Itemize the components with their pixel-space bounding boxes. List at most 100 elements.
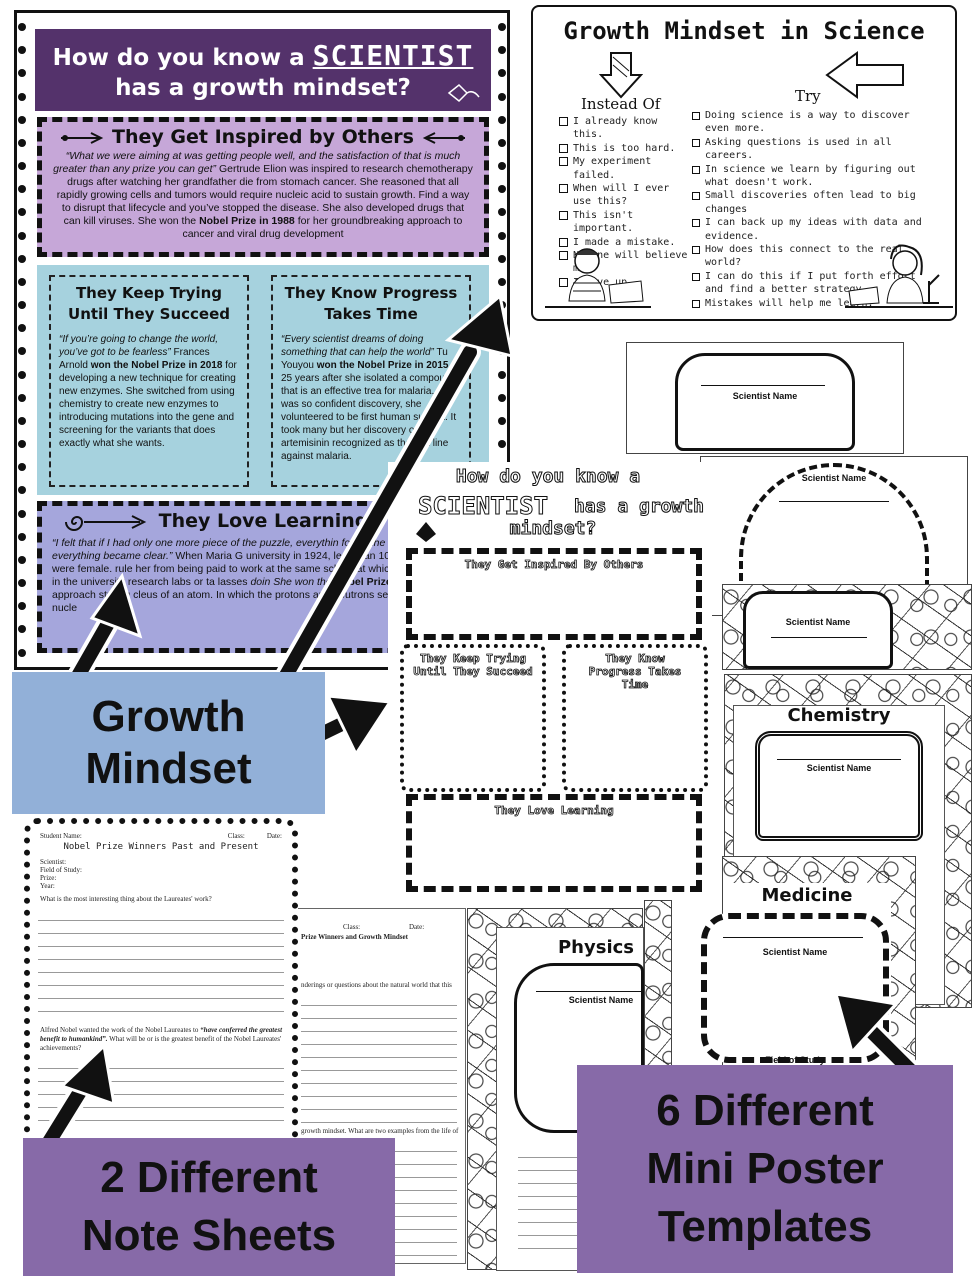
progress-quote: “Every scientist dreams of doing somethi… bbox=[281, 334, 434, 358]
instead-of-item: This isn't important. bbox=[557, 209, 693, 236]
progress-title: They Know Progress Takes Time bbox=[284, 284, 458, 323]
mini-poster-medicine: Medicine Scientist Name Field of Study bbox=[701, 856, 916, 1067]
card-progress: They Know Progress Takes Time “Every sci… bbox=[271, 275, 471, 487]
note1-date: Date: bbox=[266, 832, 282, 840]
kite-icon bbox=[416, 522, 436, 542]
instead-of-item: I give up. bbox=[557, 276, 693, 289]
trying-prize: won the Nobel Prize in 2018 bbox=[90, 360, 223, 371]
try-list: Doing science is a way to discover even … bbox=[689, 109, 925, 310]
field-of-study-label: Field of Study bbox=[765, 1055, 825, 1065]
section-inspired: They Get Inspired by Others “What we wer… bbox=[37, 117, 489, 257]
trying-title: They Keep Trying Until They Succeed bbox=[68, 284, 230, 323]
organizer-box-progress: They Know Progress Takes Time bbox=[562, 644, 708, 792]
organizer-title-3: has a growth bbox=[573, 496, 705, 518]
inspired-tail: for her groundbreaking approach to cance… bbox=[182, 215, 463, 240]
instead-of-label: Instead Of bbox=[581, 95, 661, 113]
swirl-arrow-icon bbox=[65, 514, 147, 531]
note2-class: Class: bbox=[343, 923, 361, 931]
instead-of-item: My experiment failed. bbox=[557, 155, 693, 182]
inspired-text: Gertrude Elion was inspired to research … bbox=[56, 163, 473, 227]
arrow-deco-icon bbox=[61, 131, 104, 144]
worksheet-growth-mindset: Growth Mindset in Science Instead Of Try… bbox=[531, 5, 957, 321]
inspired-prize: Nobel Prize in 1988 bbox=[199, 215, 295, 227]
mini-poster-wavy: Scientist Name bbox=[626, 342, 904, 454]
left-arrow-icon bbox=[825, 51, 904, 99]
dot-border-left bbox=[17, 23, 27, 657]
mini-poster-doodle-1: Scientist Name bbox=[722, 584, 972, 670]
label-note-line2: Note Sheets bbox=[81, 1211, 337, 1260]
note2-title: Prize Winners and Growth Mindset bbox=[301, 933, 408, 941]
try-item: I can back up my ideas with data and evi… bbox=[689, 216, 925, 243]
scientist-name-label: Scientist Name bbox=[806, 763, 872, 773]
organizer-title-2: SCIENTIST bbox=[417, 492, 549, 521]
label-mini-line3: Templates bbox=[657, 1202, 873, 1251]
note1-q2: Alfred Nobel wanted the work of the Nobe… bbox=[40, 1026, 283, 1052]
try-item: Small discoveries often lead to big chan… bbox=[689, 189, 925, 216]
inspired-body: “What we were aiming at was getting peop… bbox=[52, 150, 474, 241]
try-item: Asking questions is used in all careers. bbox=[689, 136, 925, 163]
note1-scientist: Scientist: bbox=[40, 858, 67, 866]
organizer-title-4: mindset? bbox=[509, 518, 597, 540]
note2-date: Date: bbox=[409, 923, 425, 931]
note1-student-name: Student Name: bbox=[40, 832, 82, 840]
scientist-name-label: Scientist Name bbox=[785, 617, 851, 627]
try-item: In science we learn by figuring out what… bbox=[689, 163, 925, 190]
instead-of-item: This is too hard. bbox=[557, 142, 693, 155]
progress-body: “Every scientist dreams of doing somethi… bbox=[281, 333, 461, 463]
graphic-organizer: How do you know a SCIENTIST has a growth… bbox=[388, 462, 712, 894]
instead-of-item: When will I ever use this? bbox=[557, 182, 693, 209]
instead-of-item: I made a mistake. bbox=[557, 236, 693, 249]
organizer-box-learning: They Love Learning bbox=[406, 794, 702, 892]
down-arrow-icon bbox=[599, 52, 643, 99]
scientist-name-label: Scientist Name bbox=[762, 947, 828, 957]
note1-title: Nobel Prize Winners Past and Present bbox=[63, 842, 259, 852]
inspired-title: They Get Inspired by Others bbox=[52, 126, 474, 148]
note1-year: Year: bbox=[40, 882, 55, 890]
scientist-name-label: Scientist Name bbox=[568, 995, 634, 1005]
label-note-sheets: 2 Different Note Sheets bbox=[23, 1138, 395, 1276]
student-laptop-illustration bbox=[545, 248, 651, 308]
poster-title-b: has a growth mindset? bbox=[115, 75, 411, 101]
medicine-title: Medicine bbox=[761, 885, 853, 906]
label-mini-posters: 6 Different Mini Poster Templates bbox=[577, 1065, 953, 1273]
progress-prize: won the Nobel Prize in 2015 bbox=[316, 360, 449, 371]
label-growth-line1: Growth bbox=[91, 692, 246, 741]
try-item: How does this connect to the real world? bbox=[689, 243, 925, 270]
progress-text: 25 years after she isolated a compound t… bbox=[281, 373, 457, 462]
label-mini-line2: Mini Poster bbox=[646, 1144, 884, 1193]
note-sheet-1: Student Name: Class:Date: Nobel Prize Wi… bbox=[24, 818, 298, 1162]
try-item: Doing science is a way to discover even … bbox=[689, 109, 925, 136]
kite-icon bbox=[447, 83, 480, 103]
instead-of-item: I already know this. bbox=[557, 115, 693, 142]
arrow-deco-icon bbox=[422, 131, 465, 144]
try-item: I can do this if I put forth effort and … bbox=[689, 270, 925, 297]
learning-text2: doin She won the bbox=[250, 575, 332, 588]
label-mini-line1: 6 Different bbox=[656, 1086, 874, 1135]
label-growth-line2: Mindset bbox=[85, 744, 252, 793]
note2-q2: growth mindset. What are two examples fr… bbox=[301, 1127, 459, 1135]
card-keep-trying: They Keep Trying Until They Succeed “If … bbox=[49, 275, 249, 487]
trying-quote: “If you’re going to change the world, yo… bbox=[59, 334, 218, 358]
note1-q1: What is the most interesting thing about… bbox=[40, 895, 212, 903]
poster-title-band: How do you know a SCIENTIST has a growth… bbox=[35, 29, 491, 111]
organizer-box-trying: They Keep Trying Until They Succeed bbox=[400, 644, 546, 792]
poster-title-a: How do you know a bbox=[52, 45, 305, 71]
scientist-microscope-illustration bbox=[845, 244, 953, 308]
organizer-title-1: How do you know a bbox=[455, 466, 641, 488]
note1-field: Field of Study: bbox=[40, 866, 83, 874]
poster-title-scientist: SCIENTIST bbox=[312, 39, 474, 72]
try-item: Mistakes will help me learn. bbox=[689, 297, 925, 310]
try-label: Try bbox=[795, 87, 821, 105]
label-note-line1: 2 Different bbox=[100, 1153, 318, 1202]
note1-prize: Prize: bbox=[40, 874, 57, 882]
worksheet-title: Growth Mindset in Science bbox=[563, 17, 925, 45]
trying-body: “If you’re going to change the world, yo… bbox=[59, 333, 239, 450]
blue-section: They Keep Trying Until They Succeed “If … bbox=[37, 265, 489, 495]
chemistry-title: Chemistry bbox=[787, 705, 891, 726]
trying-lead: Frances Arnold bbox=[59, 347, 210, 371]
scientist-name-label: Scientist Name bbox=[732, 391, 798, 401]
note2-q1: nderings or questions about the natural … bbox=[301, 981, 452, 989]
instead-of-list: I already know this.This is too hard.My … bbox=[557, 115, 693, 289]
physics-title: Physics bbox=[557, 937, 634, 958]
mini-poster-edge bbox=[644, 900, 672, 1066]
